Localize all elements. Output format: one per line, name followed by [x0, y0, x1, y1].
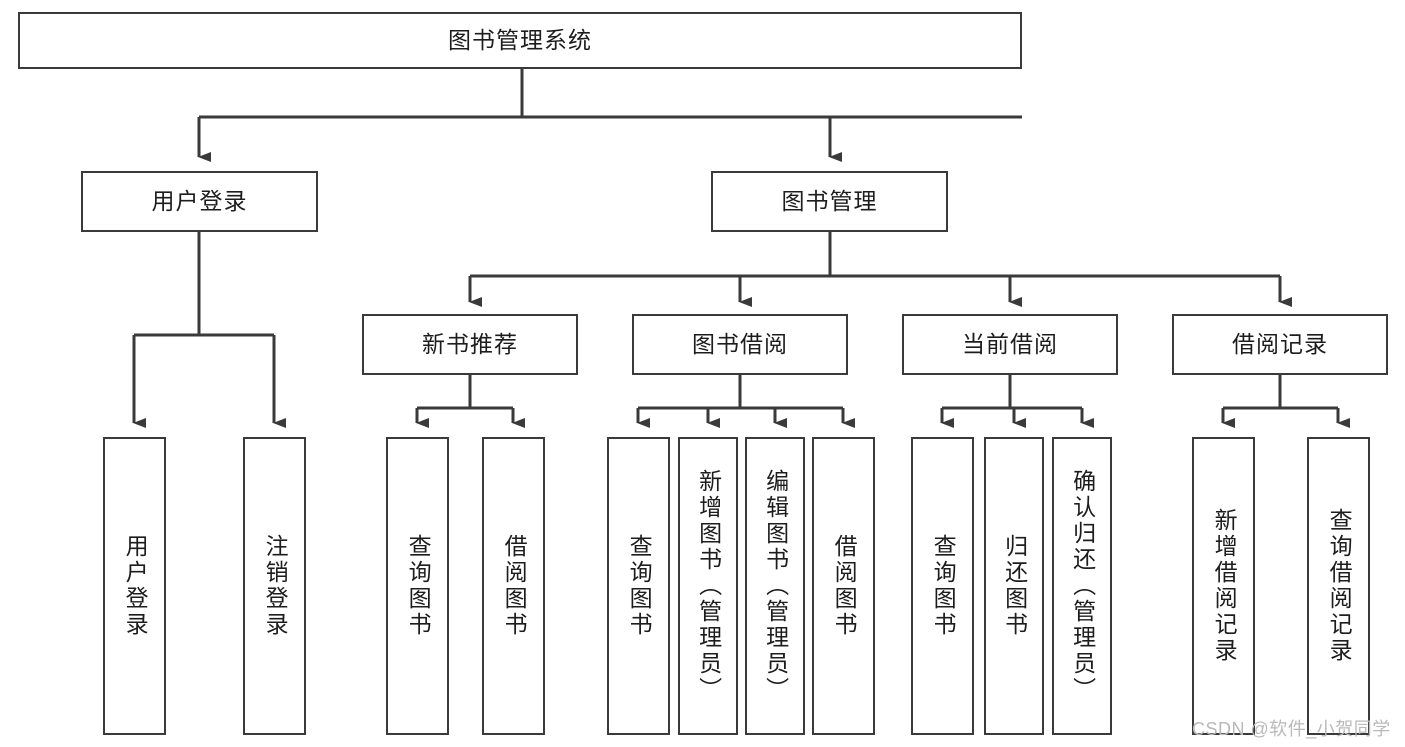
node-root-label: 图书管理系统: [448, 26, 592, 53]
connector-currentborrow-to-leaves: [940, 375, 1094, 428]
node-new-book-recommend-label: 新书推荐: [422, 330, 518, 357]
node-leaf-user-login[interactable]: 用户登录: [103, 437, 166, 735]
node-borrow-record[interactable]: 借阅记录: [1172, 314, 1388, 375]
node-book-manage-label: 图书管理: [781, 187, 878, 214]
connector-root-to-level2: [197, 69, 1022, 162]
connector-borrowrecord-to-leaves: [1221, 375, 1350, 428]
node-leaf-query-book-borrow-label: 查询图书: [626, 534, 653, 638]
node-user-login[interactable]: 用户登录: [81, 171, 318, 232]
node-leaf-logout-label: 注销登录: [262, 534, 289, 638]
node-book-borrow[interactable]: 图书借阅: [632, 314, 848, 375]
node-current-borrow[interactable]: 当前借阅: [902, 314, 1118, 375]
node-borrow-record-label: 借阅记录: [1232, 330, 1328, 357]
node-leaf-edit-book-admin-label: 编辑图书（管理员）: [762, 469, 789, 703]
node-leaf-query-book-recommend-label: 查询图书: [405, 534, 432, 638]
node-leaf-borrow-book-recommend-label: 借阅图书: [501, 534, 528, 638]
node-leaf-add-book-admin-label: 新增图书（管理员）: [695, 469, 722, 703]
node-leaf-add-book-admin[interactable]: 新增图书（管理员）: [678, 437, 738, 735]
node-leaf-borrow-book-label: 借阅图书: [831, 534, 858, 638]
node-leaf-query-book-borrow[interactable]: 查询图书: [607, 437, 670, 735]
node-book-borrow-label: 图书借阅: [692, 330, 788, 357]
node-leaf-query-book-recommend[interactable]: 查询图书: [386, 437, 449, 735]
node-user-login-label: 用户登录: [151, 187, 248, 214]
node-leaf-query-book-current-label: 查询图书: [930, 534, 957, 638]
node-leaf-user-login-label: 用户登录: [122, 534, 149, 638]
node-leaf-borrow-book[interactable]: 借阅图书: [812, 437, 875, 735]
node-leaf-add-borrow-record-label: 新增借阅记录: [1211, 508, 1238, 664]
node-leaf-confirm-return-admin[interactable]: 确认归还（管理员）: [1052, 437, 1112, 735]
node-leaf-edit-book-admin[interactable]: 编辑图书（管理员）: [745, 437, 805, 735]
node-new-book-recommend[interactable]: 新书推荐: [362, 314, 578, 375]
node-book-manage[interactable]: 图书管理: [711, 171, 948, 232]
node-leaf-query-borrow-record-label: 查询借阅记录: [1326, 508, 1353, 664]
node-leaf-borrow-book-recommend[interactable]: 借阅图书: [482, 437, 545, 735]
node-leaf-query-book-current[interactable]: 查询图书: [911, 437, 974, 735]
node-leaf-query-borrow-record[interactable]: 查询借阅记录: [1307, 437, 1370, 735]
connector-newbook-to-leaves: [415, 375, 525, 428]
node-leaf-confirm-return-admin-label: 确认归还（管理员）: [1069, 469, 1096, 703]
node-leaf-return-book[interactable]: 归还图书: [984, 437, 1044, 735]
connector-bookmanage-to-level3: [468, 232, 1292, 307]
node-current-borrow-label: 当前借阅: [962, 330, 1058, 357]
connector-bookborrow-to-leaves: [636, 375, 855, 428]
node-leaf-return-book-label: 归还图书: [1001, 534, 1028, 638]
node-leaf-logout[interactable]: 注销登录: [243, 437, 306, 735]
connector-userlogin-to-leaves: [132, 232, 286, 428]
node-root[interactable]: 图书管理系统: [18, 12, 1022, 69]
node-leaf-add-borrow-record[interactable]: 新增借阅记录: [1192, 437, 1255, 735]
